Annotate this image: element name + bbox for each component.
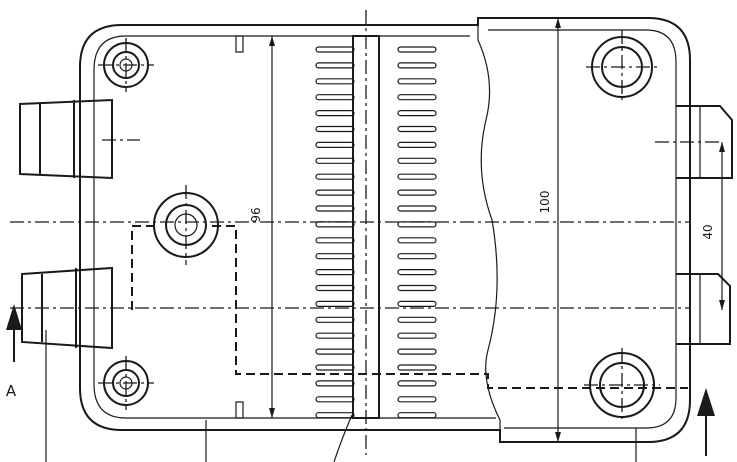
vent-slot bbox=[397, 173, 437, 180]
hidden-internal-outline bbox=[131, 225, 688, 389]
vent-slot bbox=[315, 109, 355, 117]
vent-slot bbox=[315, 300, 355, 307]
vent-slot bbox=[315, 78, 355, 85]
vent-slot bbox=[397, 46, 437, 53]
vent-slot bbox=[315, 316, 355, 323]
vent-slot bbox=[397, 78, 437, 85]
cable-gland-lower-right bbox=[676, 273, 731, 345]
dimension-gland-spacing: 40 bbox=[701, 142, 725, 310]
vent-slot bbox=[315, 332, 355, 339]
vent-slot bbox=[315, 189, 355, 196]
view-arrow-left: A bbox=[6, 304, 22, 400]
vent-slot bbox=[315, 125, 355, 133]
mounting-tabs bbox=[235, 35, 244, 419]
vent-slot bbox=[315, 62, 355, 69]
vent-slot bbox=[397, 125, 437, 133]
cable-gland-upper-left bbox=[19, 98, 113, 180]
vent-slot bbox=[315, 380, 355, 387]
vent-slot bbox=[397, 412, 437, 419]
vent-slot bbox=[315, 396, 355, 403]
dimension-label-inner-height: 96 bbox=[249, 207, 263, 222]
vent-slot bbox=[397, 94, 437, 101]
vent-slot bbox=[397, 364, 437, 371]
vent-slot bbox=[397, 189, 437, 196]
view-arrow-right bbox=[697, 388, 715, 456]
vent-slot bbox=[397, 348, 437, 355]
vent-slots-left bbox=[315, 46, 355, 419]
vent-slot bbox=[397, 396, 437, 403]
vent-slot bbox=[315, 412, 355, 419]
vent-slot bbox=[397, 205, 437, 212]
vent-slot bbox=[315, 46, 355, 53]
vent-slot bbox=[397, 380, 437, 387]
vent-slot bbox=[397, 332, 437, 339]
vent-slots-right bbox=[397, 46, 437, 419]
vent-slot bbox=[397, 141, 437, 148]
vent-slot bbox=[397, 284, 437, 292]
housing-outline bbox=[79, 17, 691, 443]
center-lines bbox=[10, 10, 722, 455]
vent-slot bbox=[397, 316, 437, 323]
vent-slot bbox=[397, 109, 437, 117]
dimension-outer-height: 100 bbox=[538, 18, 561, 442]
vent-slot bbox=[315, 157, 355, 164]
leader-lines bbox=[45, 330, 637, 462]
vent-slot bbox=[315, 348, 355, 355]
view-label-a: A bbox=[6, 382, 17, 400]
vent-slot bbox=[315, 269, 355, 276]
vent-slot bbox=[315, 94, 355, 101]
vent-slot bbox=[315, 253, 355, 260]
vent-slot bbox=[315, 141, 355, 148]
vent-slot bbox=[397, 157, 437, 164]
vent-slot bbox=[397, 269, 437, 276]
vent-slot bbox=[315, 205, 355, 212]
dimension-inner-height: 96 bbox=[249, 36, 275, 418]
vent-slot bbox=[315, 284, 355, 292]
vent-slot bbox=[397, 253, 437, 260]
vent-slot bbox=[397, 237, 437, 244]
vent-slot bbox=[315, 364, 355, 371]
vent-slot bbox=[315, 237, 355, 244]
vent-slot bbox=[397, 62, 437, 69]
dimension-label-outer-height: 100 bbox=[538, 191, 552, 214]
vent-slot bbox=[397, 300, 437, 307]
vent-slot bbox=[315, 173, 355, 180]
dimension-label-spacing: 40 bbox=[701, 224, 715, 239]
